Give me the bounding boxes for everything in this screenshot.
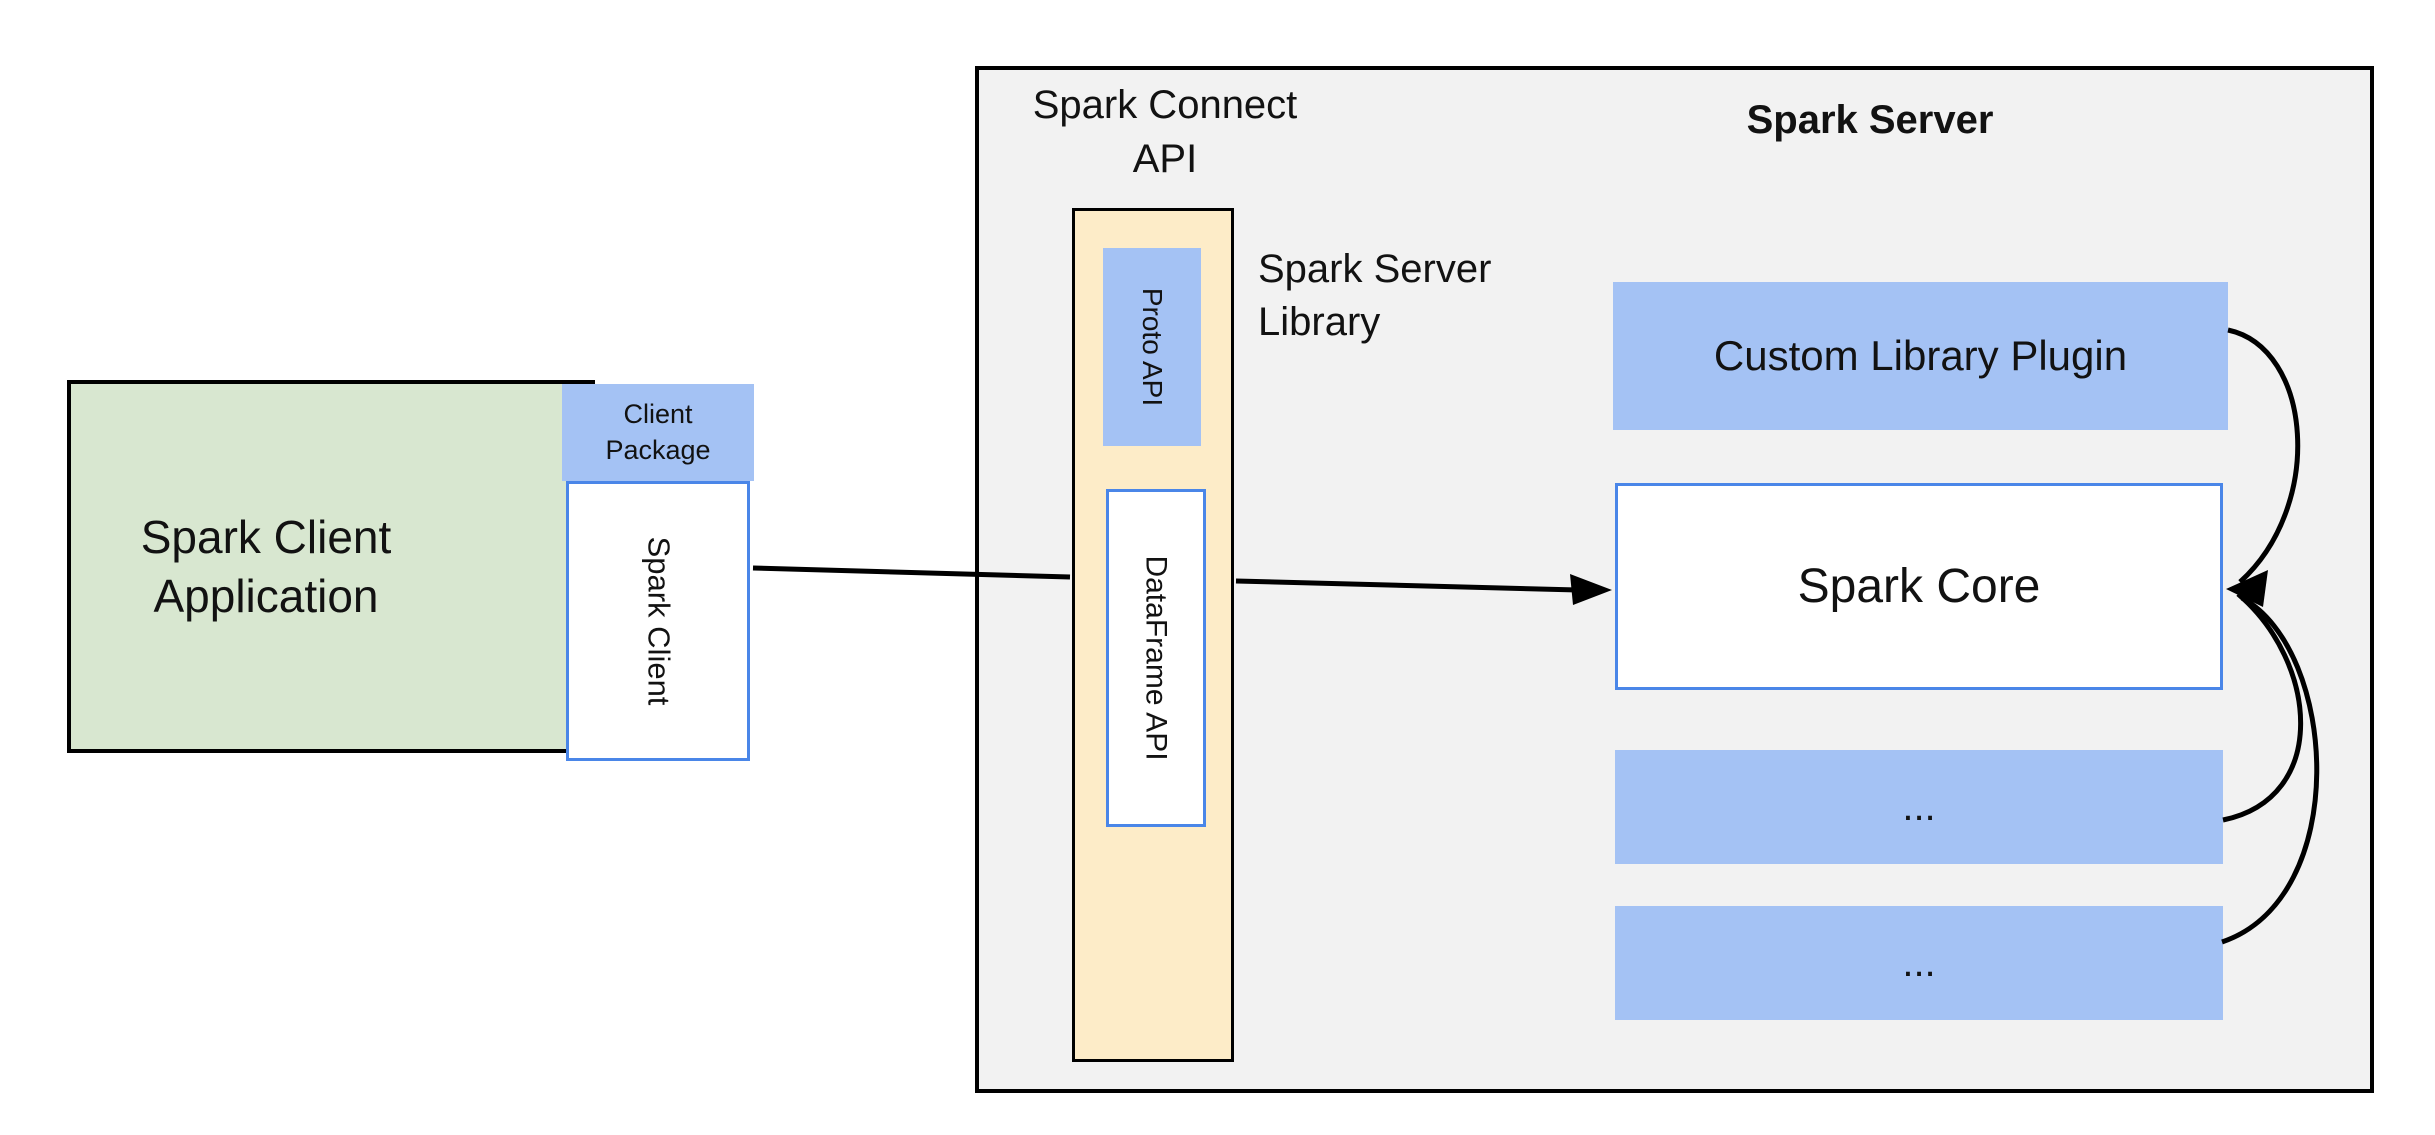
spark-server-library-label: Spark Server Library (1258, 247, 1492, 344)
client-package-box: Client Package (562, 384, 754, 481)
custom-library-plugin-box: Custom Library Plugin (1613, 282, 2228, 430)
ellipsis-box-1: ... (1615, 750, 2223, 864)
spark-client-label: Spark Client (640, 536, 676, 706)
client-package-label: Client Package (605, 399, 711, 465)
spark-server-title: Spark Server (1746, 98, 1994, 142)
spark-client-application-box: Spark Client Application (67, 380, 595, 753)
spark-core-label: Spark Core (1797, 560, 2041, 613)
custom-library-plugin-label: Custom Library Plugin (1713, 332, 2128, 379)
ellipsis-label-1: ... (1902, 784, 1936, 829)
spark-connect-api-label: Spark Connect API (1032, 83, 1298, 181)
ellipsis-box-2: ... (1615, 906, 2223, 1020)
dataframe-api-box: DataFrame API (1106, 489, 1206, 827)
ellipsis-label-2: ... (1902, 940, 1936, 985)
proto-api-label: Proto API (1137, 287, 1169, 407)
proto-api-box: Proto API (1103, 248, 1201, 446)
spark-client-box: Spark Client (566, 481, 750, 761)
spark-core-box: Spark Core (1615, 483, 2223, 690)
dataframe-api-label: DataFrame API (1140, 555, 1174, 761)
spark-client-application-label: Spark Client Application (140, 510, 392, 622)
